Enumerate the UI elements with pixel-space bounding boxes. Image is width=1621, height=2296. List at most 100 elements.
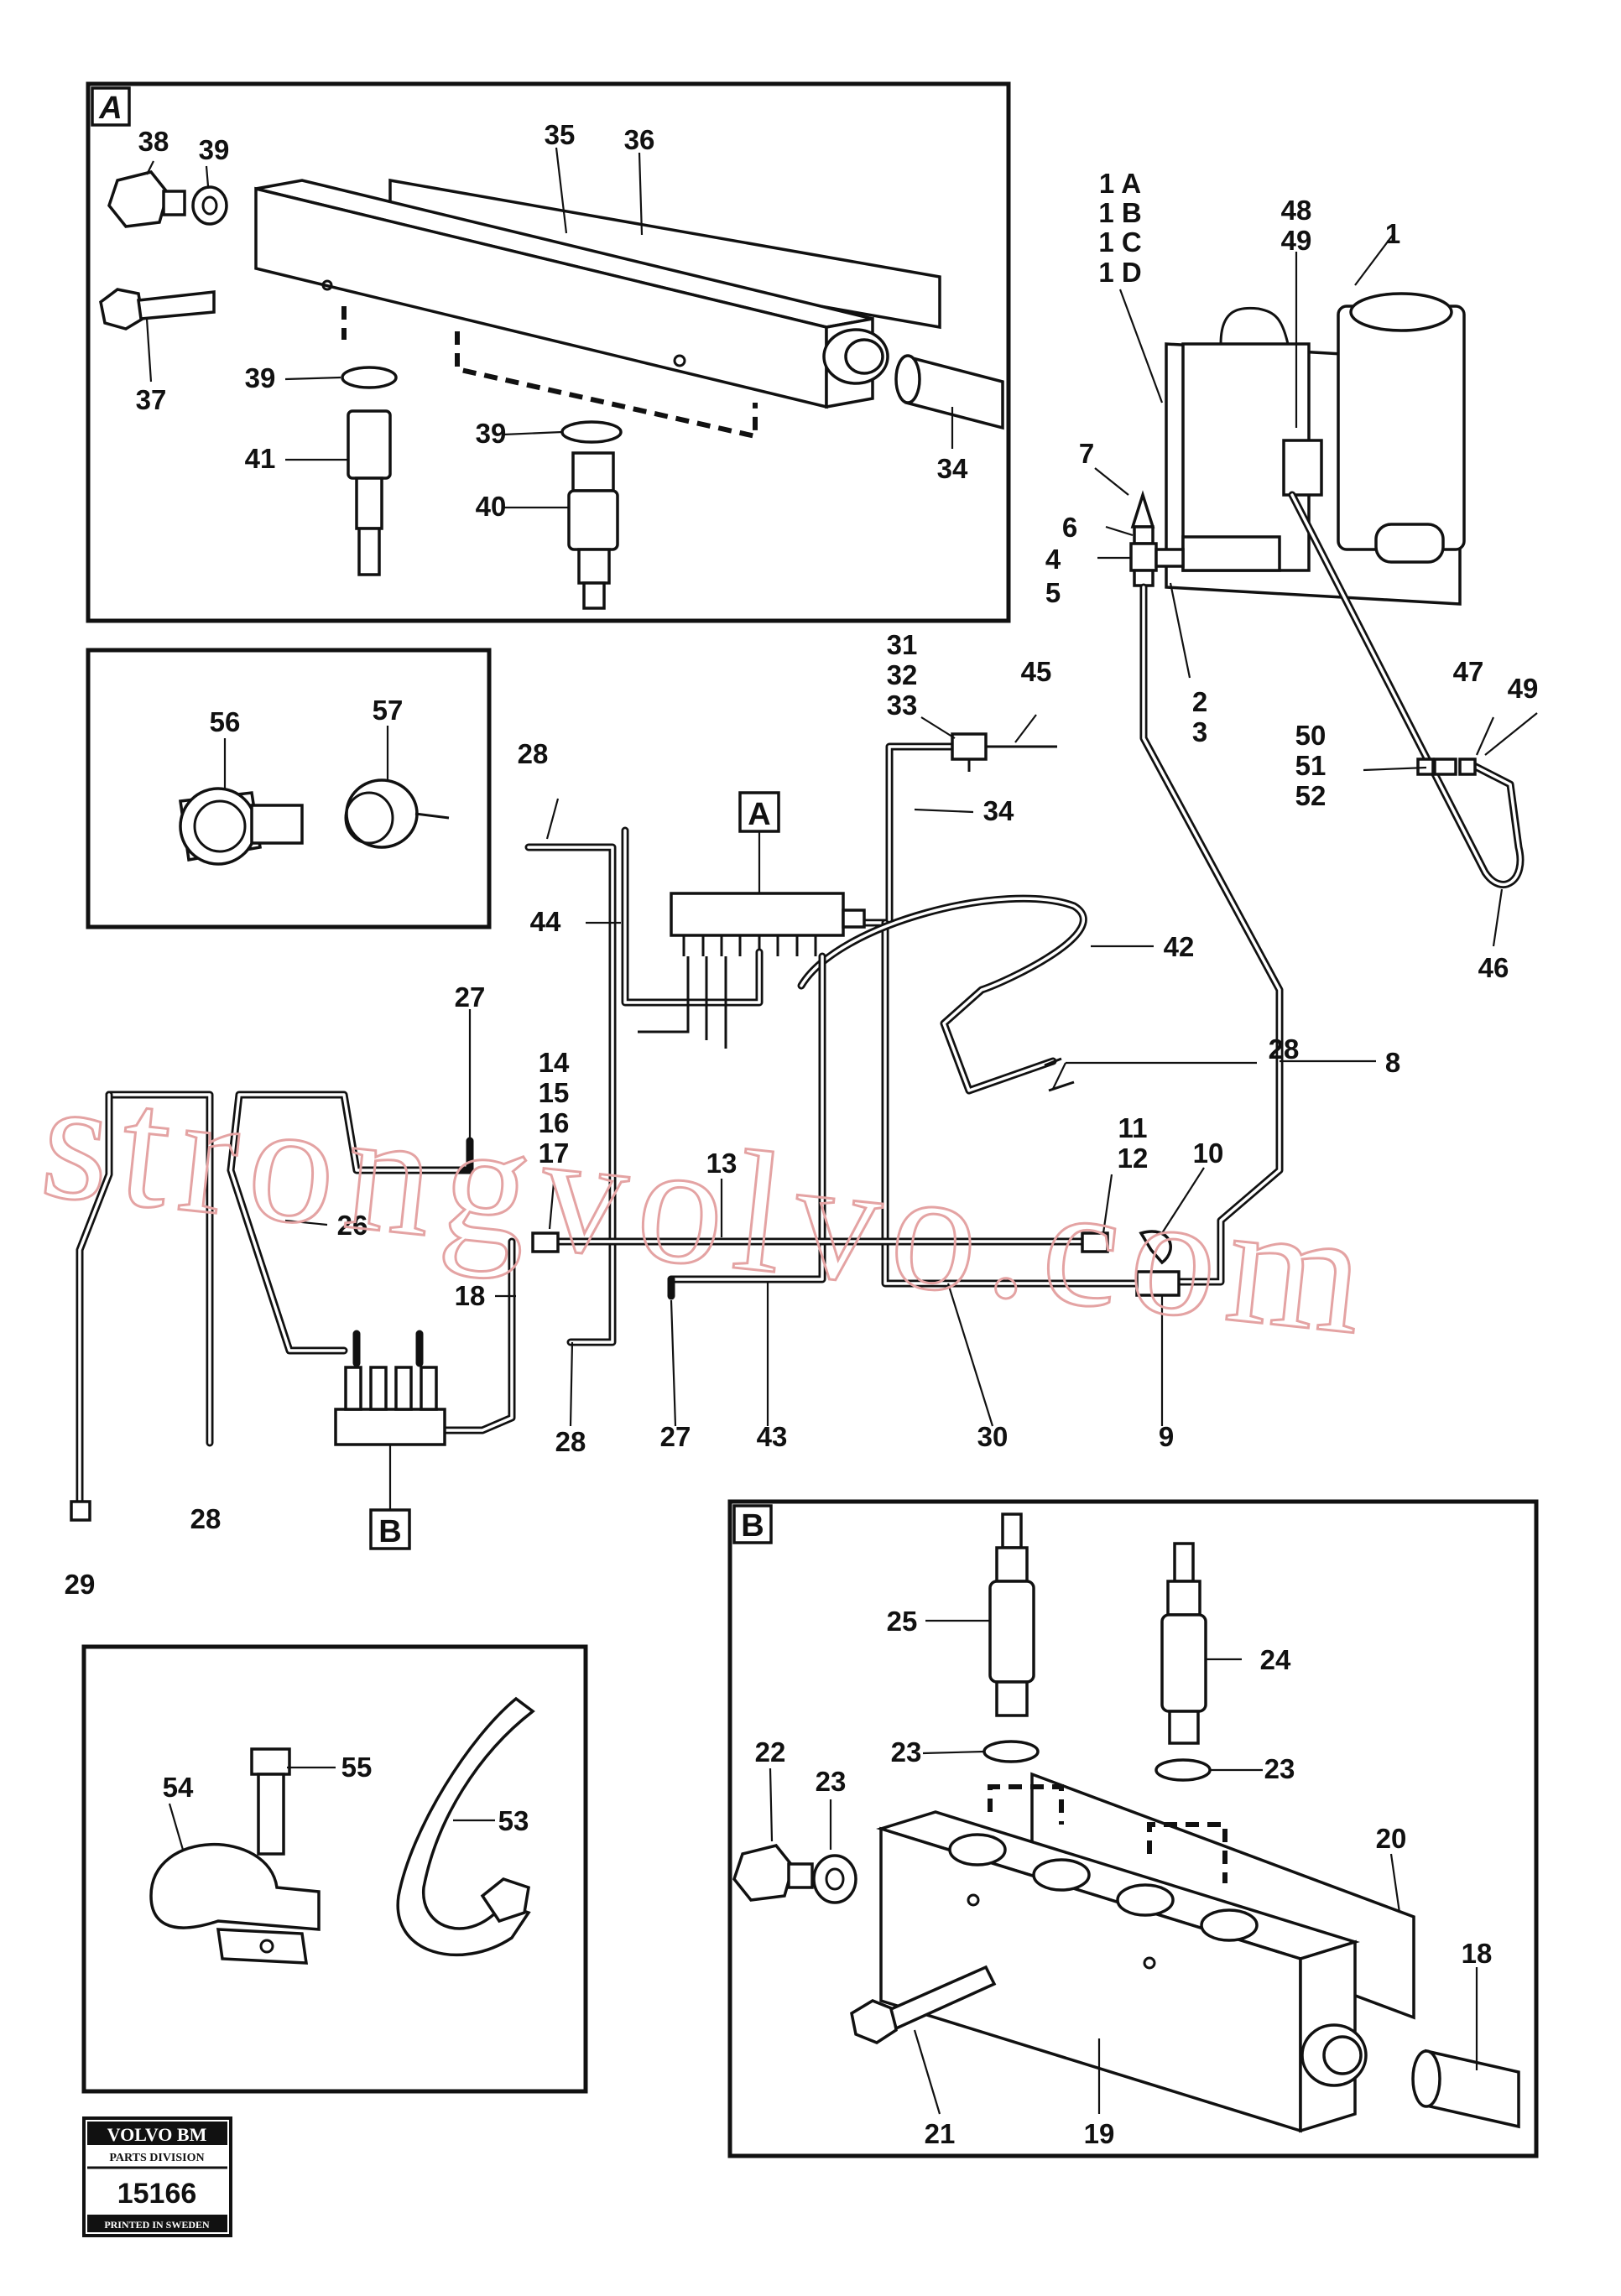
bolt-37-shank: [137, 290, 216, 320]
callout-53: 53: [498, 1805, 529, 1836]
port-positions-dashed: [988, 1784, 1227, 1883]
fitting-40-nut: [577, 548, 611, 585]
main-piping-layout: A: [65, 491, 1539, 1600]
callout-1a: 1 A: [1099, 168, 1141, 199]
distributor-b-nipple-bore: [1322, 2035, 1363, 2075]
washer-23-c: [1155, 1758, 1212, 1782]
plug-57-line: [414, 812, 450, 820]
callout-18: 18: [455, 1280, 486, 1311]
distributor-bundle: [638, 956, 727, 1049]
callout-37: 37: [136, 384, 167, 415]
callout-47: 47: [1453, 656, 1484, 687]
nipple-38: [107, 170, 169, 228]
distributor-b-connectors: [352, 1330, 424, 1367]
bolt-37-head: [99, 288, 144, 331]
nipple-22-thread: [787, 1862, 814, 1889]
callout-4: 4: [1045, 544, 1061, 575]
detail-b-tag-box: [732, 1504, 773, 1544]
pipe-ends-28: [1044, 1057, 1075, 1092]
tee-9: [1135, 1270, 1181, 1297]
clamp-54-hole: [259, 1939, 274, 1954]
nipple-38-thread: [162, 190, 186, 216]
washer-23-hole: [825, 1867, 845, 1891]
detail-a-leaders: [145, 147, 954, 509]
pump-outlet-block: [1181, 535, 1281, 572]
port-1: [948, 1833, 1007, 1866]
detail-a-reference: A: [748, 797, 770, 832]
fitting-5: [1133, 569, 1155, 587]
callout-46: 46: [1478, 952, 1509, 983]
callout-23: 23: [816, 1766, 847, 1797]
callout-27: 27: [660, 1421, 691, 1452]
pressure-switch: [1282, 439, 1323, 497]
callout-8: 8: [1385, 1047, 1400, 1078]
watermark-text: strongvolvo.com: [34, 1043, 1384, 1372]
hose-18-end: [1411, 2049, 1441, 2108]
clamp-detail-panel: 55 54 53: [81, 1644, 588, 2094]
bolt-hole: [1143, 1956, 1156, 1970]
callout-12: 12: [1118, 1143, 1149, 1174]
plug-detail-panel: 56 57: [86, 648, 492, 929]
bolt-hole: [673, 354, 686, 367]
callout-28: 28: [190, 1503, 222, 1534]
callout-14: 14: [539, 1047, 570, 1078]
logo-header-bar: [87, 2122, 227, 2145]
callout-43: 43: [757, 1421, 788, 1452]
callout-41: 41: [245, 443, 276, 474]
sensor-25-body: [988, 1580, 1035, 1684]
line-34: [856, 742, 956, 927]
callout-51: 51: [1295, 750, 1327, 781]
callout-40: 40: [476, 491, 507, 522]
detail-b-panel: B: [727, 1499, 1539, 2158]
tee-31-outlets: [967, 745, 1057, 772]
tee-fitting-4: [1129, 542, 1158, 572]
distributor-b-fitting: [369, 1366, 388, 1411]
callout-9: 9: [1159, 1421, 1174, 1452]
distributor-a-end: [842, 909, 866, 929]
bleed-valve-7: [1130, 490, 1155, 528]
plug-57-cap: [345, 778, 419, 849]
washer-39: [191, 185, 228, 226]
bolt-55-head: [250, 1747, 291, 1776]
plug-leaders: [223, 726, 389, 789]
callout-49: 49: [1508, 673, 1539, 704]
clamp-detail-frame: [81, 1644, 588, 2094]
callout-48: 48: [1281, 195, 1312, 226]
callout-44: 44: [530, 906, 561, 937]
sensor-25-thread: [995, 1680, 1029, 1717]
vent-line: [1219, 306, 1290, 345]
port-4: [1200, 1908, 1259, 1942]
callout-34: 34: [983, 795, 1014, 826]
pump-leaders: [1094, 234, 1394, 679]
callout-52: 52: [1295, 780, 1327, 811]
bolt-21-shank: [889, 1965, 997, 2031]
sensor-25-tip: [1001, 1512, 1023, 1549]
callout-55: 55: [341, 1752, 373, 1783]
pump-unit: 1 A 1 B 1 C 1 D 48 49 1 7 6 4 5 2 3: [1045, 168, 1466, 747]
logo-brand: VOLVO BM: [107, 2124, 207, 2145]
plug-57-rim: [344, 791, 394, 845]
callout-30: 30: [977, 1421, 1009, 1452]
callout-45: 45: [1021, 656, 1052, 687]
callout-20: 20: [1376, 1823, 1407, 1854]
callout-13: 13: [706, 1148, 738, 1179]
fitting-41-tip: [357, 527, 381, 576]
callout-26: 26: [337, 1210, 368, 1241]
callout-28: 28: [1269, 1033, 1300, 1065]
detail-a-frame: [86, 81, 1011, 623]
bolt-hole: [321, 279, 333, 291]
elbow-10: [1139, 1230, 1172, 1265]
detail-a-panel: A 38: [86, 81, 1011, 623]
callout-24: 24: [1260, 1644, 1291, 1675]
callout-6: 6: [1062, 512, 1077, 543]
bolt-21-head: [850, 1999, 898, 2044]
callout-39: 39: [476, 418, 507, 449]
distributor-b-fitting: [344, 1366, 362, 1411]
cable-tie-53-head: [480, 1877, 530, 1924]
callout-35: 35: [545, 119, 576, 150]
fitting-49: [1458, 758, 1477, 776]
callout-29: 29: [65, 1569, 96, 1600]
detail-b-reference-box: [369, 1508, 411, 1550]
logo-footer-bar: [87, 2215, 227, 2232]
